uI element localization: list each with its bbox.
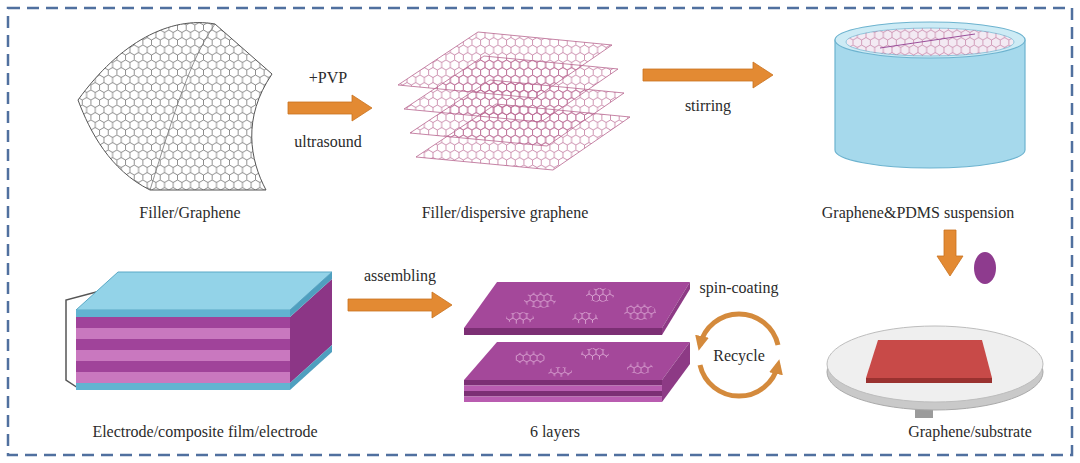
graphene-sheet-part (78, 23, 272, 190)
six-layer-films-part (624, 304, 656, 320)
six-layer-films-part (662, 282, 690, 335)
stage-node: Filler/dispersive graphene (375, 15, 640, 228)
six-layer-films-part (464, 391, 662, 397)
electrode-sandwich-part (76, 383, 290, 390)
beaker-part (835, 40, 1025, 168)
electrode-sandwich-part (76, 339, 290, 350)
polymer-drop (974, 252, 996, 284)
six-layer-films-part (464, 397, 662, 403)
stage-caption: Electrode/composite film/electrode (92, 423, 317, 441)
stage-caption: Graphene/substrate (908, 423, 1032, 441)
stage-caption: Filler/Graphene (139, 204, 240, 222)
step-label: +PVP (307, 69, 349, 87)
beaker-part (835, 22, 1025, 58)
six-layer-films-part (515, 351, 545, 365)
dispersed-graphene-sheets-part (416, 104, 630, 170)
spin-coater-part (866, 378, 992, 383)
stage-node: 6 layers (455, 270, 700, 445)
six-layer-films-part (464, 342, 690, 380)
six-layer-films-part (506, 312, 534, 324)
six-layer-films-part (581, 348, 609, 360)
electrode-sandwich-part (76, 372, 290, 383)
six-layer-films-part (572, 312, 598, 324)
six-layer-films-part (464, 380, 662, 386)
graphene-sheet (78, 23, 272, 190)
dispersed-graphene-sheets (398, 32, 630, 170)
cycle-arrow (700, 314, 778, 345)
electrode-sandwich-part (76, 350, 290, 361)
electrode-sandwich-part (76, 272, 332, 310)
six-layer-films-part (464, 328, 662, 335)
process-arrow (288, 95, 372, 121)
electrode-sandwich-part (76, 361, 290, 372)
six-layer-films-part (586, 288, 614, 302)
six-layer-films-part (662, 342, 690, 402)
process-arrow (643, 62, 773, 88)
six-layer-films-part (464, 282, 690, 328)
spin-coater-part (827, 326, 1043, 402)
process-arrow (348, 292, 452, 318)
spin-coater-part (866, 340, 992, 378)
electrode-sandwich (66, 272, 332, 390)
six-layer-films-part (627, 362, 653, 374)
beaker (835, 22, 1025, 168)
six-layer-films-part (524, 292, 556, 308)
six-layer-films-part (464, 386, 662, 392)
stage-caption: Filler/dispersive graphene (422, 204, 589, 222)
graphene-sheet-part (150, 24, 215, 190)
stage-node: Graphene&PDMS suspension (776, 12, 1062, 228)
spin-coater (827, 326, 1043, 418)
step-label: spin-coating (697, 279, 780, 297)
step-label: assembling (362, 267, 438, 285)
stage-caption: 6 layers (530, 423, 580, 441)
electrode-sandwich-part (76, 317, 290, 328)
electrode-sandwich-part (290, 345, 332, 390)
dashed-frame (8, 8, 1072, 455)
step-note: ultrasound (292, 133, 364, 151)
cycle-arrow (700, 365, 778, 396)
six-layer-films (464, 282, 690, 402)
process-arrow (937, 230, 963, 276)
beaker-part (880, 34, 975, 48)
stage-node: Filler/Graphene (60, 15, 285, 228)
polymer-drop-part (974, 252, 996, 284)
electrode-sandwich-part (290, 272, 332, 317)
stage-caption: Graphene&PDMS suspension (822, 204, 1014, 222)
stage-node: Electrode/composite film/electrode (62, 262, 345, 445)
step-label: stirring (683, 97, 733, 115)
beaker-part (846, 28, 1014, 56)
electrode-sandwich-part (76, 328, 290, 339)
electrode-sandwich-part (76, 310, 290, 317)
six-layer-films-part (548, 367, 572, 377)
stage-node: Graphene/substrate (778, 278, 1062, 445)
step-label: Recycle (711, 347, 767, 365)
beaker-part (846, 28, 1014, 56)
